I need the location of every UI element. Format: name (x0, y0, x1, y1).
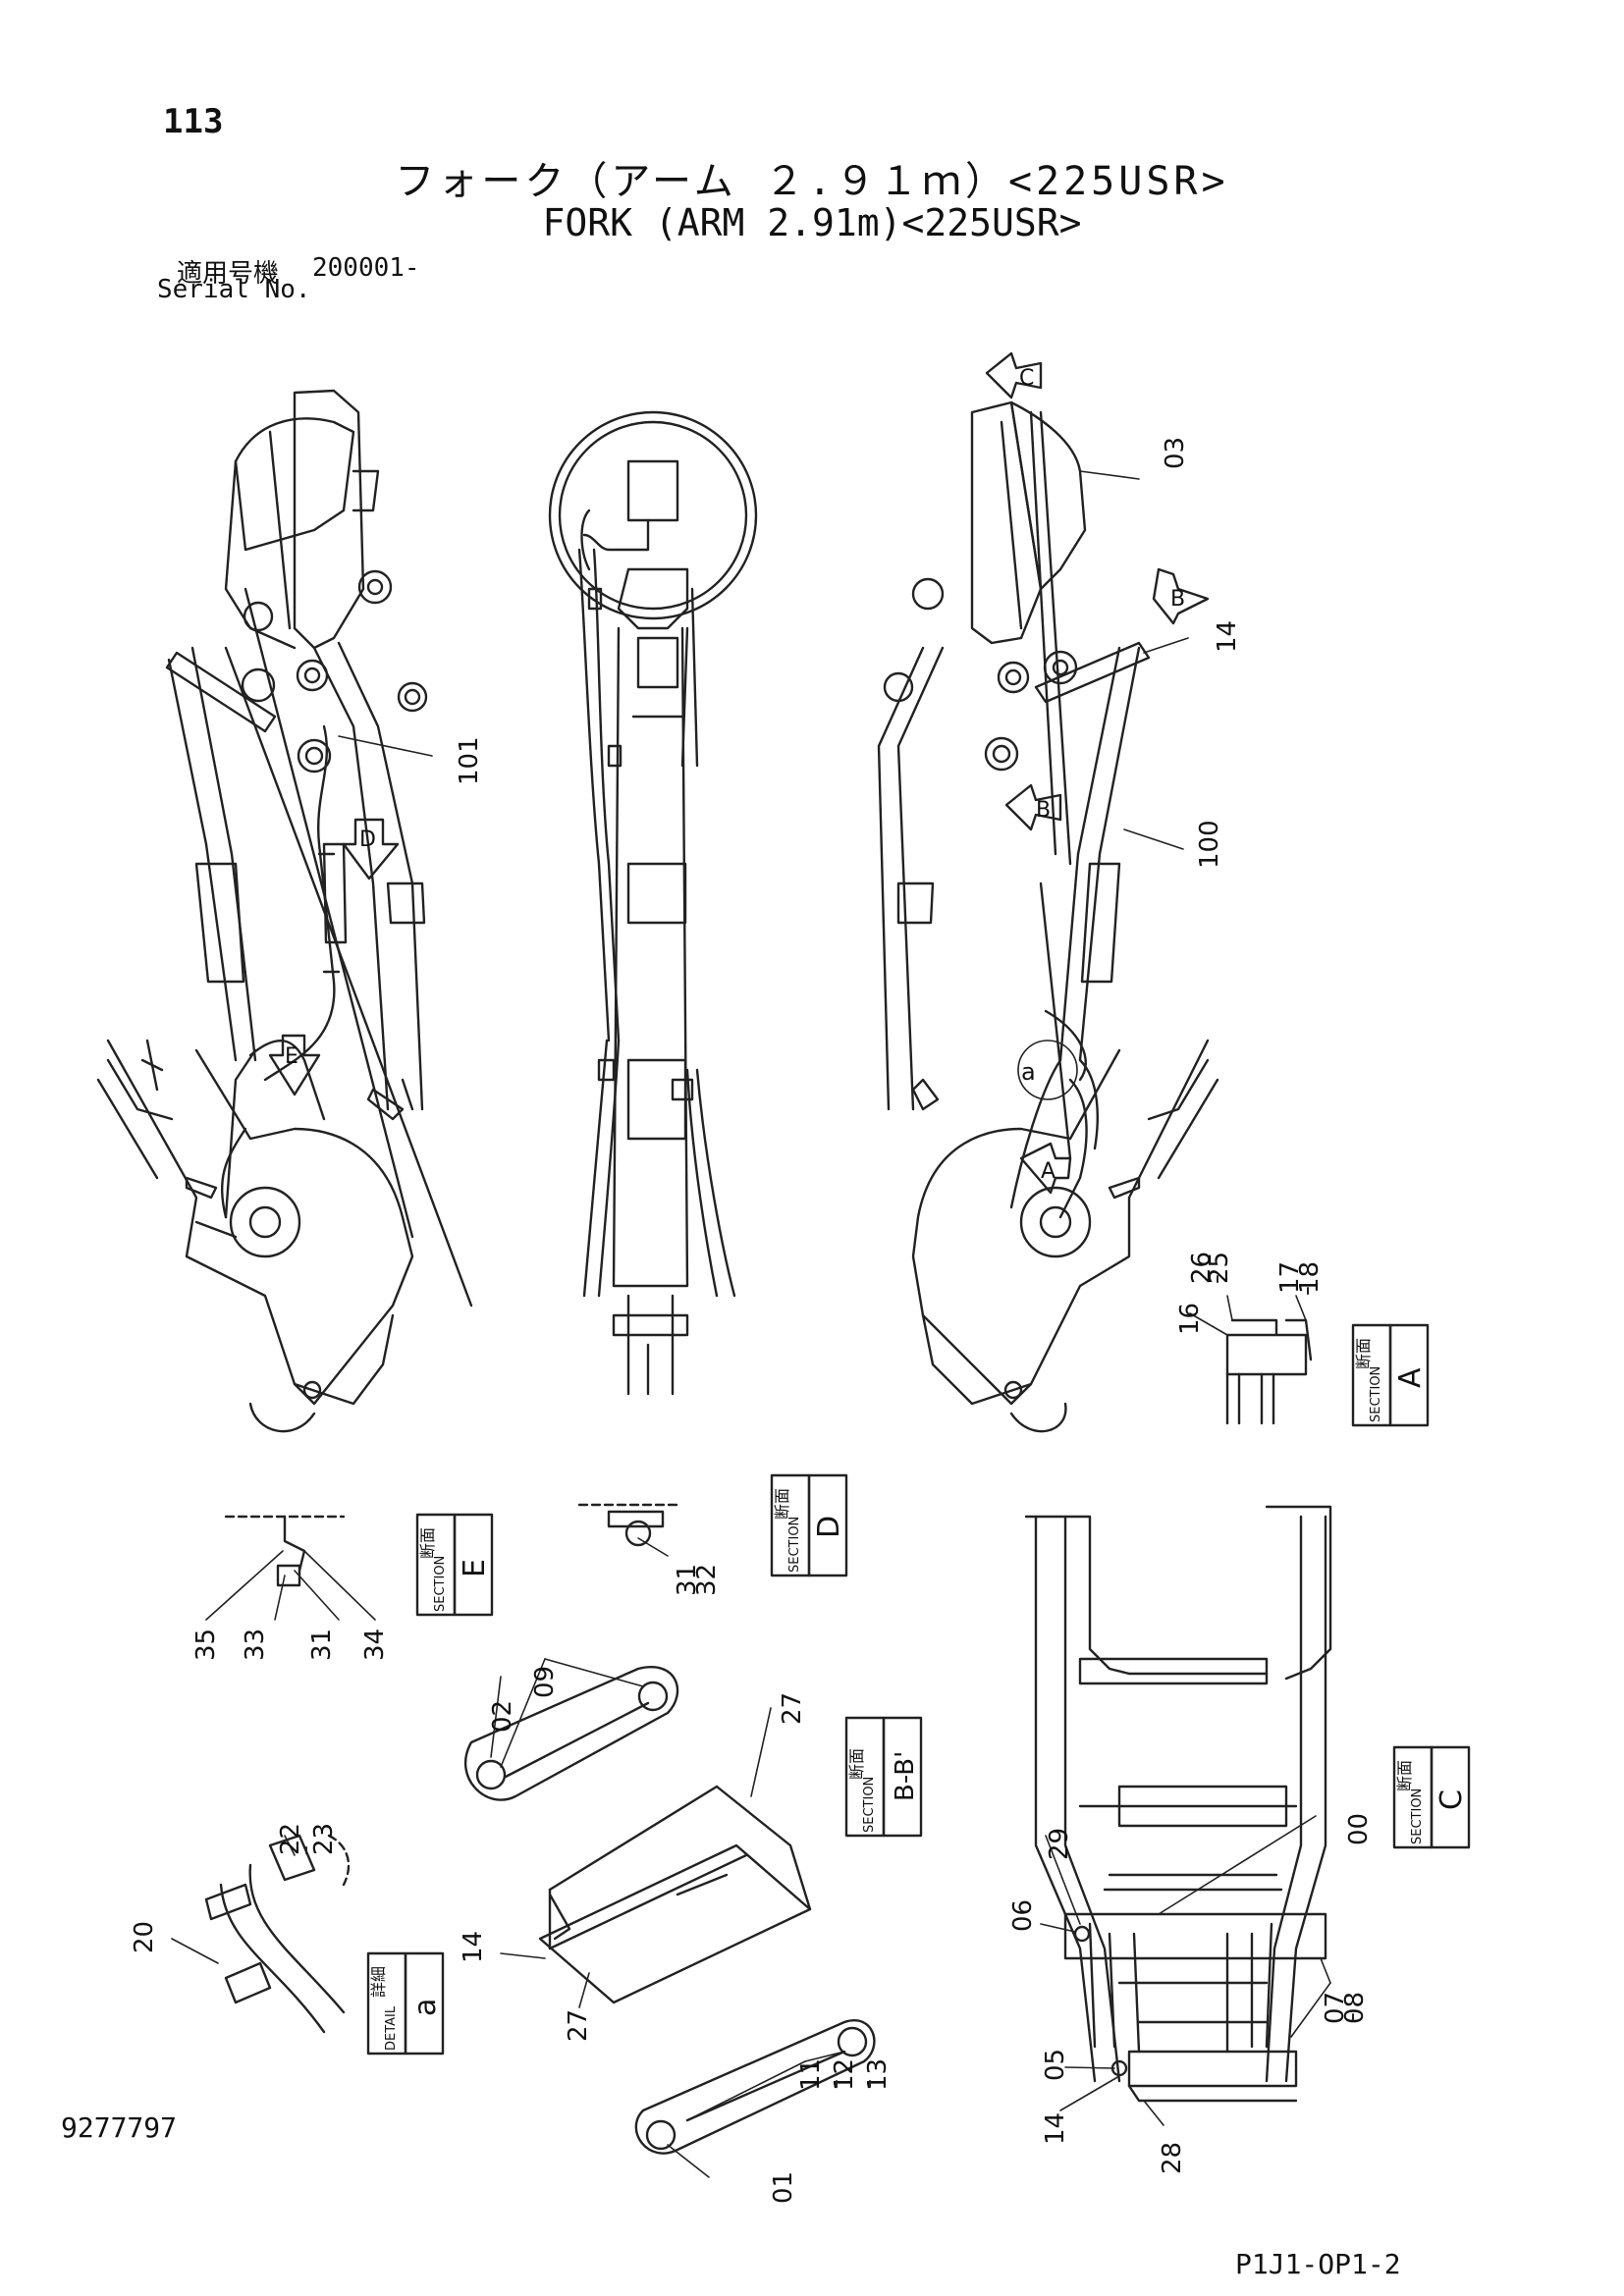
callout-07: 07 (1321, 1992, 1350, 2024)
svg-text:SECTION: SECTION (1410, 1789, 1425, 1844)
left-side-view (96, 389, 473, 1433)
callout-05: 05 (1041, 2049, 1070, 2081)
callout-02: 02 (488, 1700, 517, 1733)
view-marker-c: C (985, 351, 1043, 400)
svg-text:SECTION: SECTION (787, 1517, 802, 1573)
callout-09: 09 (530, 1666, 560, 1698)
view-marker-b-upper: B (1152, 567, 1210, 625)
detail-a-drawing (204, 1834, 351, 2034)
svg-text:SECTION: SECTION (433, 1556, 448, 1612)
svg-text:D: D (812, 1516, 846, 1538)
view-marker-d: D (342, 818, 400, 881)
section-c-drawing (1024, 1505, 1332, 2103)
callout-13: 13 (863, 2058, 893, 2091)
svg-text:E: E (458, 1559, 492, 1577)
svg-text:C: C (1435, 1789, 1469, 1810)
callout-28: 28 (1158, 2142, 1187, 2174)
title-japanese: フォーク（アーム ２.９１ｍ）<225USR> (395, 159, 1229, 204)
callout-23: 23 (309, 1823, 339, 1855)
serial-label-japanese: 適用号機 (177, 259, 280, 289)
part-callouts: 03 14 100 101 16 25 26 17 18 35 33 31 34… (130, 437, 1374, 2204)
section-d-drawing (577, 1503, 679, 1547)
svg-text:SECTION: SECTION (1369, 1366, 1383, 1422)
callout-00: 00 (1344, 1813, 1374, 1845)
callout-17: 17 (1275, 1261, 1305, 1294)
callout-16: 16 (1175, 1303, 1205, 1335)
page-number: 113 (163, 102, 224, 141)
detail-label-a: DETAIL 詳細 a (366, 1951, 445, 2056)
callout-27-lower: 27 (564, 2009, 593, 2042)
callout-31-d: 31 (673, 1564, 702, 1596)
callout-18: 18 (1295, 1261, 1325, 1294)
section-label-d: SECTION 断面 D (770, 1473, 848, 1577)
callout-35: 35 (191, 1629, 221, 1661)
svg-text:a: a (1021, 1058, 1036, 1086)
title-english: FORK (ARM 2.91m)<225USR> (542, 201, 1082, 244)
svg-text:A: A (1393, 1367, 1428, 1388)
callout-29: 29 (1045, 1828, 1074, 1860)
callout-25: 25 (1205, 1252, 1234, 1284)
callout-range-dashes (305, 1275, 1354, 2088)
callout-06: 06 (1008, 1899, 1038, 1932)
svg-text:C: C (1019, 366, 1034, 391)
section-label-bb: SECTION 断面 B-B' (844, 1716, 923, 1838)
callout-34: 34 (360, 1629, 390, 1661)
serial-label-english: Serial No. (157, 275, 311, 304)
svg-text:D: D (359, 828, 376, 852)
callout-14-c: 14 (1041, 2112, 1070, 2145)
leader-lines (171, 470, 1331, 2178)
svg-text:詳細: 詳細 (369, 1966, 388, 1998)
svg-text:断面: 断面 (773, 1488, 791, 1520)
callout-32: 32 (692, 1564, 722, 1596)
svg-text:B: B (1170, 587, 1185, 612)
callout-101: 101 (455, 736, 484, 785)
center-top-view (548, 410, 758, 1396)
callout-08: 08 (1340, 1992, 1370, 2024)
serial-number-value: 200001- (312, 253, 420, 283)
svg-text:断面: 断面 (1395, 1760, 1414, 1791)
callout-31-e: 31 (307, 1629, 337, 1661)
view-marker-e: E (268, 1034, 321, 1096)
detail-marker-a: a (1017, 1040, 1078, 1100)
svg-text:断面: 断面 (1354, 1338, 1373, 1369)
section-bb-drawing (464, 1666, 876, 2155)
section-label-c: SECTION 断面 C (1392, 1745, 1471, 1849)
section-label-a: SECTION 断面 A (1351, 1323, 1430, 1427)
view-marker-a: A (1019, 1142, 1072, 1195)
svg-text:E: E (285, 1044, 298, 1069)
callout-100: 100 (1195, 820, 1224, 869)
right-side-view (877, 400, 1219, 1433)
callout-14-right: 14 (1213, 620, 1242, 653)
section-e-drawing (224, 1515, 346, 1587)
page-code: P1J1-OP1-2 (1235, 2248, 1401, 2280)
callout-03: 03 (1161, 437, 1190, 469)
document-number: 9277797 (61, 2111, 178, 2144)
svg-text:断面: 断面 (847, 1748, 866, 1780)
callout-01: 01 (769, 2171, 798, 2204)
svg-text:B: B (1036, 798, 1051, 823)
callout-27-upper: 27 (778, 1692, 807, 1725)
callout-11: 11 (796, 2058, 826, 2091)
view-marker-b-lower: B (1004, 783, 1062, 831)
svg-text:B-B': B-B' (891, 1751, 920, 1801)
section-a-drawing (1225, 1318, 1313, 1425)
svg-text:DETAIL: DETAIL (384, 2005, 399, 2051)
callout-26: 26 (1187, 1252, 1217, 1284)
svg-text:a: a (408, 1999, 443, 2016)
callout-12: 12 (830, 2058, 859, 2091)
section-label-e: SECTION 断面 E (415, 1513, 494, 1617)
callout-14-bb: 14 (459, 1931, 488, 1963)
svg-text:A: A (1041, 1159, 1056, 1184)
callout-33: 33 (241, 1629, 270, 1661)
callout-20: 20 (130, 1921, 159, 1953)
svg-text:断面: 断面 (418, 1527, 437, 1559)
svg-text:SECTION: SECTION (862, 1777, 877, 1833)
view-markers: C B B D E A a (268, 351, 1210, 1195)
callout-22: 22 (276, 1823, 305, 1855)
